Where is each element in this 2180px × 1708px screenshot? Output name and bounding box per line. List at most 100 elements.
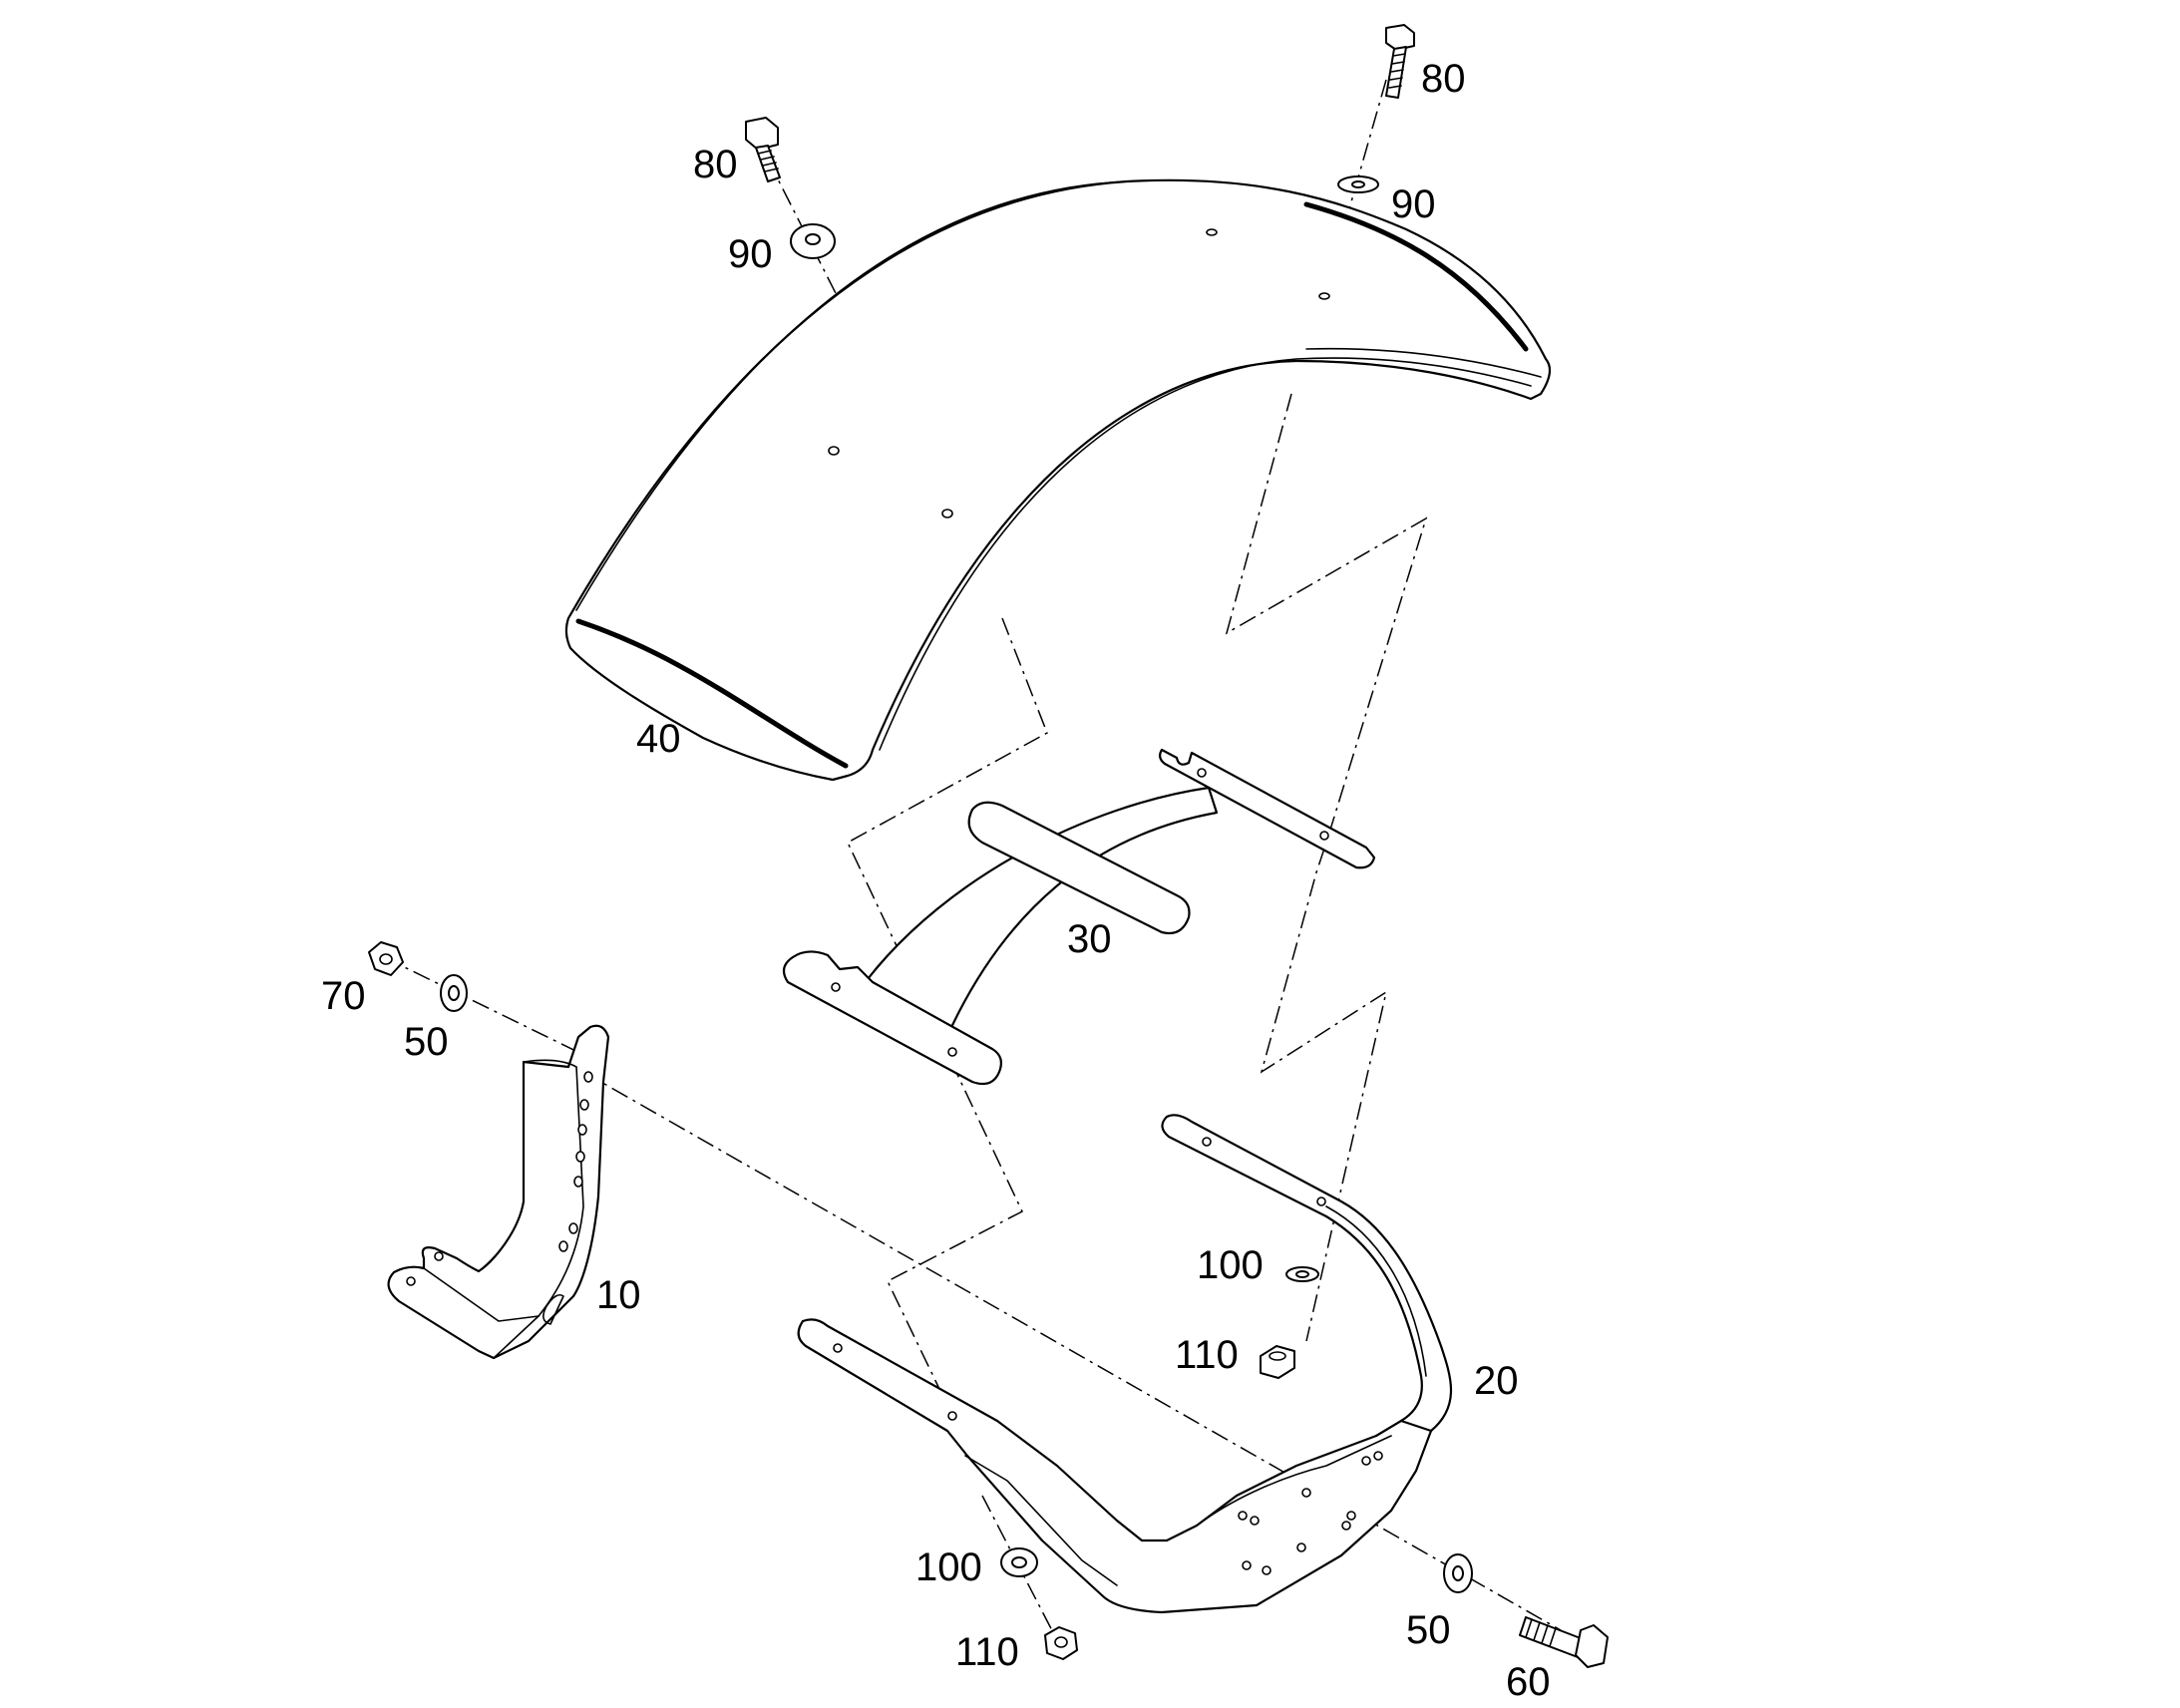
mount-hole-2 [579, 1099, 589, 1111]
support-hole-2 [1319, 831, 1329, 841]
support-hole-4 [947, 1047, 957, 1057]
mount-hole-3 [577, 1124, 587, 1136]
support-arch [866, 786, 1219, 1049]
line-left-nut-washer [383, 956, 599, 1063]
washer-left-90-inner [805, 233, 821, 245]
bolt-60-thread [1525, 1618, 1557, 1647]
lower-hole-3 [1202, 1137, 1212, 1147]
bolt-right-80 [1385, 24, 1415, 99]
bolt-right-shank [1385, 46, 1407, 99]
label-nut-upper: 110 [1175, 1333, 1239, 1377]
lower-bracket-part-20 [797, 1114, 1452, 1614]
bolt-right-head [1385, 24, 1415, 51]
lower-bracket-arm-right-inner [1325, 1205, 1427, 1377]
fender-left-edge [575, 180, 1128, 611]
nut-left-70-body [368, 941, 404, 976]
nut-lower-110 [1044, 1626, 1078, 1660]
label-washer-right: 50 [1406, 1608, 1451, 1652]
mount-hole-4 [575, 1151, 585, 1163]
label-support-bracket: 30 [1067, 917, 1112, 961]
mount-hole-1 [583, 1071, 593, 1083]
lower-hole-10 [1373, 1451, 1383, 1461]
lower-hole-9 [1361, 1456, 1371, 1466]
lower-hole-6 [1250, 1516, 1260, 1526]
washer-right-50-inner [1452, 1565, 1464, 1581]
label-bolt-right-bottom: 60 [1506, 1660, 1551, 1704]
fender-part-40 [564, 178, 1552, 782]
lower-hole-8 [1341, 1521, 1351, 1531]
label-nut-lower: 110 [955, 1630, 1019, 1674]
fender-hole-4 [941, 509, 953, 518]
mount-hole-9 [406, 1276, 416, 1286]
main-bolt-axis [582, 1071, 1562, 1631]
zigzag-line-left [847, 617, 1048, 1417]
lower-bracket-fold-1 [964, 1455, 1118, 1586]
lower-hole-12 [1262, 1565, 1272, 1575]
bolt-left-shank [755, 145, 781, 182]
nut-left-70 [368, 941, 404, 976]
lower-hole-5 [1238, 1511, 1248, 1521]
label-mount-bracket: 10 [596, 1273, 641, 1317]
lower-hole-2 [947, 1411, 957, 1421]
support-hole-3 [831, 982, 841, 992]
bolt-60-head [1575, 1624, 1609, 1668]
washer-left-50 [440, 974, 468, 1012]
label-washer-left-top: 90 [728, 232, 773, 276]
support-bracket-part-30 [782, 748, 1376, 1086]
lower-hole-11 [1242, 1560, 1252, 1570]
label-lockwasher-upper: 100 [1197, 1243, 1264, 1287]
lower-bracket-fold-2 [1196, 1435, 1392, 1527]
lower-hole-14 [1296, 1542, 1306, 1552]
lower-bracket-main [797, 1318, 1433, 1614]
label-lower-bracket: 20 [1474, 1359, 1519, 1403]
lower-hole-13 [1346, 1511, 1356, 1521]
support-cross-plate [967, 801, 1191, 935]
mount-hole-7 [558, 1240, 568, 1252]
lower-hole-7 [1301, 1488, 1311, 1498]
label-lockwasher-lower: 100 [915, 1545, 982, 1589]
support-hole-1 [1197, 768, 1207, 778]
mount-hole-5 [573, 1176, 583, 1188]
mount-hole-6 [568, 1222, 578, 1234]
nut-lower-110-hole [1054, 1636, 1068, 1648]
fender-hole-1 [1206, 228, 1218, 236]
label-washer-right-top: 90 [1391, 182, 1436, 226]
fender-inner-flange-2 [1305, 347, 1542, 378]
lockwasher-upper-100 [1285, 1266, 1319, 1282]
nut-lower-110-body [1044, 1626, 1078, 1660]
label-fender: 40 [636, 717, 681, 761]
fender-front-edge [575, 618, 849, 769]
lockwasher-lower-100 [1000, 1547, 1038, 1577]
nut-left-70-hole [379, 953, 393, 965]
mount-bracket-slot [543, 1293, 564, 1325]
fender-hole-3 [828, 446, 840, 456]
label-bolt-left-top: 80 [693, 143, 738, 186]
nut-upper-110-body [1260, 1345, 1295, 1379]
lower-hole-1 [833, 1343, 843, 1353]
fender-inner-flange-1 [879, 357, 1532, 751]
fender-top-rear-edge [1303, 201, 1529, 352]
nut-upper-110-hole [1269, 1351, 1286, 1361]
mount-bracket-part-10 [387, 1024, 610, 1360]
label-bolt-right-top: 80 [1421, 57, 1466, 101]
bolt-left-80 [745, 117, 781, 182]
washer-right-90-inner [1351, 180, 1365, 188]
fender-hole-2 [1318, 292, 1330, 300]
zigzag-line-right [1225, 393, 1428, 1342]
washer-left-50-inner [448, 985, 460, 1001]
lockwasher-upper-inner [1295, 1270, 1309, 1278]
bolt-left-thread [757, 150, 779, 172]
lockwasher-lower-inner [1011, 1556, 1027, 1568]
mount-bracket-base-edge [423, 1267, 540, 1322]
bolt-right-thread [1388, 53, 1406, 89]
mount-bracket-body [387, 1024, 610, 1360]
label-nut-left: 70 [321, 974, 366, 1018]
washer-right-90 [1337, 175, 1379, 193]
fender-body [564, 178, 1552, 782]
mount-hole-8 [434, 1251, 444, 1261]
bolt-right-60 [1519, 1616, 1609, 1668]
washer-right-50 [1443, 1553, 1473, 1593]
washer-left-90 [790, 223, 836, 259]
bolt-left-head [745, 117, 779, 151]
